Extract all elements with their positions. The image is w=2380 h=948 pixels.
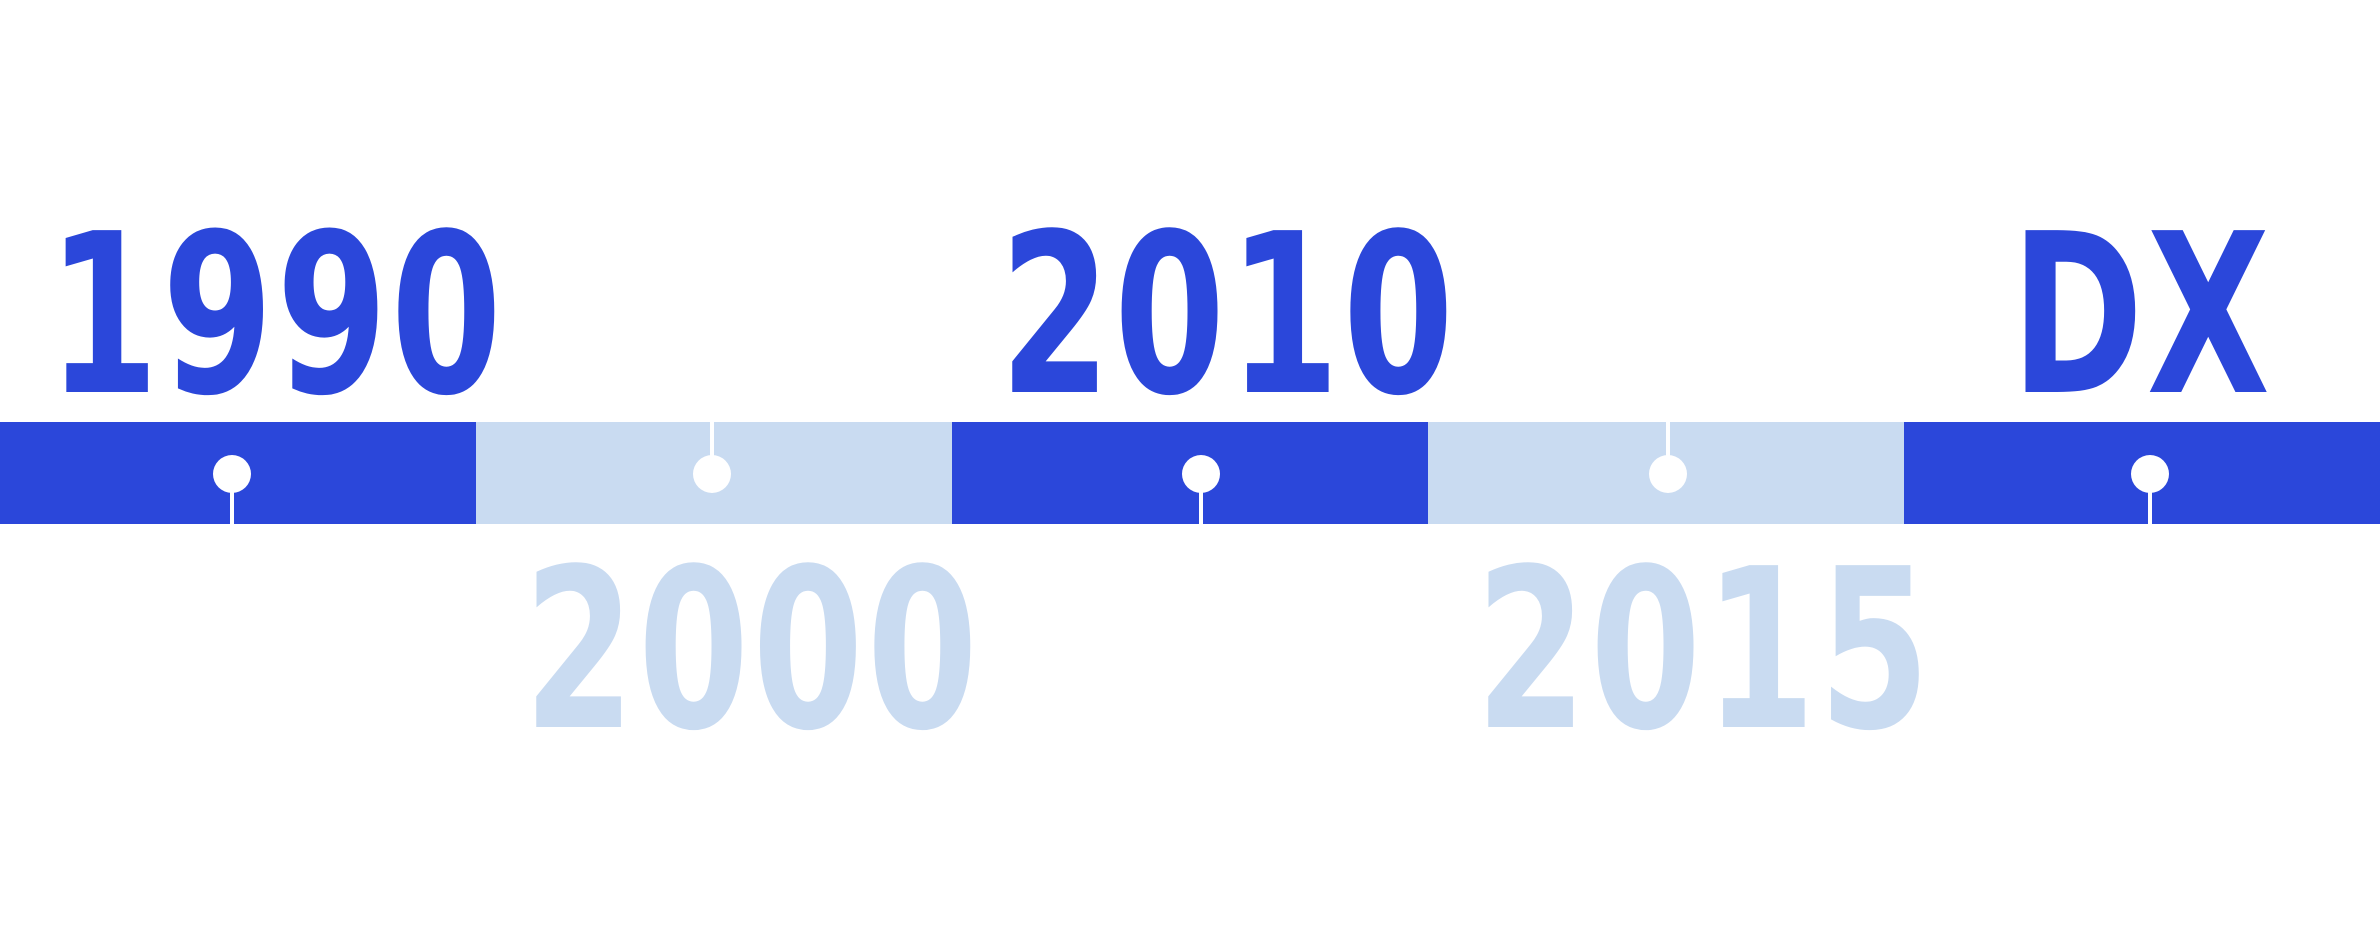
timeline-marker	[1649, 455, 1687, 493]
timeline-marker-stem	[1199, 474, 1203, 524]
timeline-marker-stem	[230, 474, 234, 524]
timeline-segment-2015	[1428, 422, 1904, 524]
timeline-marker-stem	[710, 422, 714, 474]
timeline-segment-dx	[1904, 422, 2380, 524]
timeline-label-dx: DX	[2010, 187, 2274, 445]
timeline-marker	[693, 455, 731, 493]
timeline-segment-2000	[476, 422, 952, 524]
timeline-label-2010: 2010	[999, 187, 1458, 445]
timeline-label-2000: 2000	[523, 522, 982, 780]
timeline-bar	[0, 422, 2380, 524]
timeline-label-1990: 1990	[47, 187, 506, 445]
timeline-segment-2010	[952, 422, 1428, 524]
timeline-marker-stem	[2148, 474, 2152, 524]
timeline-marker-stem	[1666, 422, 1670, 474]
timeline-label-2015: 2015	[1475, 522, 1934, 780]
timeline-segment-1990	[0, 422, 476, 524]
